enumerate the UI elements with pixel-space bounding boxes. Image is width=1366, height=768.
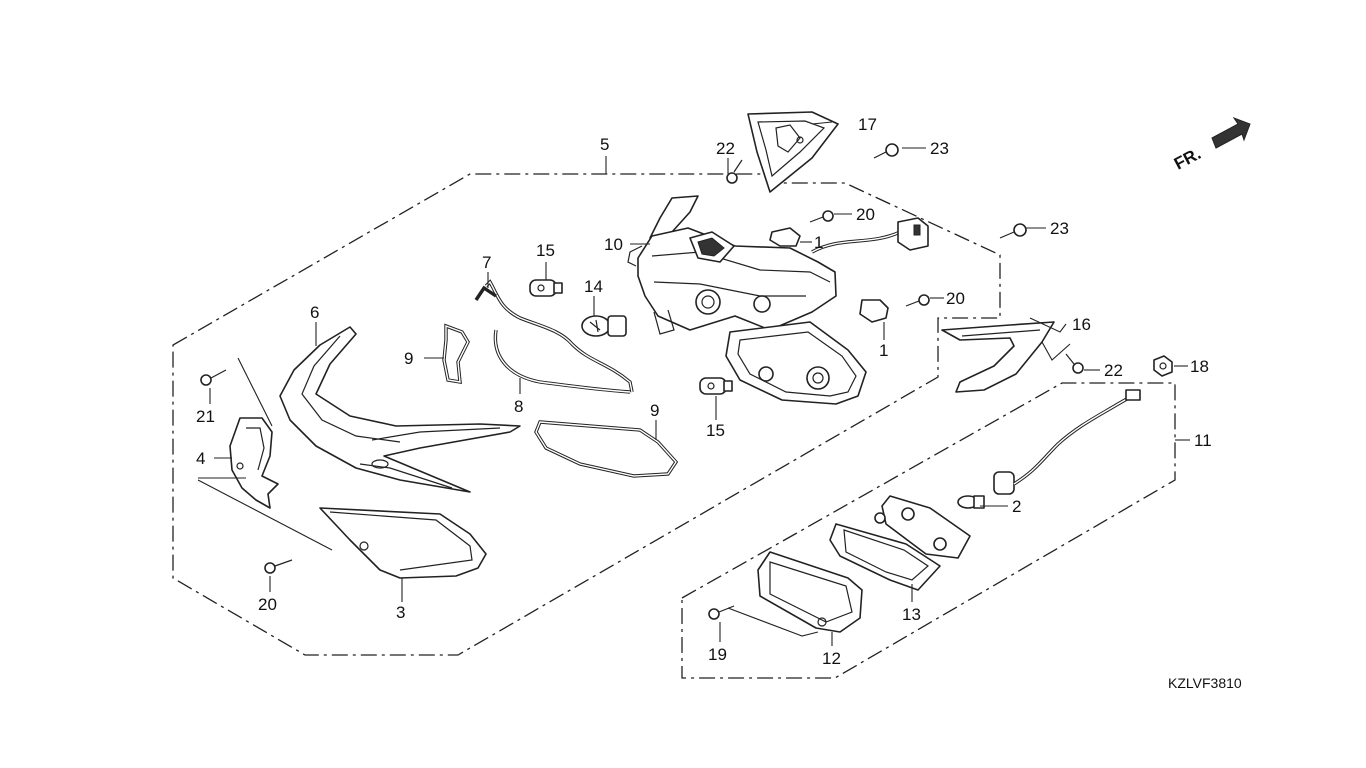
part-17-upper-cover [747,111,839,193]
part-11-license-light [757,355,1173,633]
callout-1: 1 [879,341,888,360]
group-outline-11 [681,382,1176,679]
part-10-lamp-housing [627,195,929,405]
front-arrow-icon [1211,116,1251,149]
front-direction-indicator: FR. [1171,116,1251,174]
callout-8: 8 [514,397,523,416]
callout-7: 7 [482,253,491,272]
part-14-bulb [581,315,627,337]
part-7-wire [474,279,634,393]
callout-16: 16 [1072,315,1091,334]
callout-20: 20 [258,595,277,614]
callout-2: 2 [1012,497,1021,516]
callout-17: 17 [858,115,877,134]
callout-19: 19 [708,645,727,664]
callout-15: 15 [706,421,725,440]
callout-23: 23 [1050,219,1069,238]
screw-fasteners [200,143,1084,620]
callout-22: 22 [1104,361,1123,380]
part-8-wire [493,329,631,394]
direction-label: FR. [1171,144,1204,174]
callout-23: 23 [930,139,949,158]
callout-22: 22 [716,139,735,158]
callout-4: 4 [196,449,205,468]
part-9-seal-lower [534,420,679,478]
callout-14: 14 [584,277,603,296]
callout-labels: 5 17 22 23 20 1 10 23 20 1 16 22 18 11 2… [196,115,1212,668]
part-15-bulb-upper [529,279,563,297]
callout-9: 9 [650,401,659,420]
callout-20: 20 [946,289,965,308]
part-3-lower-cover [319,507,487,579]
part-9-seal-upper [442,323,470,385]
callout-5: 5 [600,135,609,154]
part-6-front-garnish [279,326,521,493]
part-1-clip-upper [769,227,801,247]
callout-11: 11 [1194,431,1212,450]
callout-20: 20 [856,205,875,224]
callout-6: 6 [310,303,319,322]
callout-3: 3 [396,603,405,622]
group-outline-5 [172,173,1001,656]
callout-9: 9 [404,349,413,368]
part-16-side-garnish [941,321,1055,393]
diagram-code: KZLVF3810 [1168,675,1242,691]
callout-10: 10 [604,235,623,254]
callout-13: 13 [902,605,921,624]
part-4-small-lens [229,417,279,509]
callout-1: 1 [814,233,823,252]
callout-15: 15 [536,241,555,260]
callout-21: 21 [196,407,215,426]
leader-lines [197,121,1190,646]
part-1-clip-lower [859,299,889,323]
callout-18: 18 [1190,357,1209,376]
callout-12: 12 [822,649,841,668]
part-15-bulb-lower [699,377,733,395]
